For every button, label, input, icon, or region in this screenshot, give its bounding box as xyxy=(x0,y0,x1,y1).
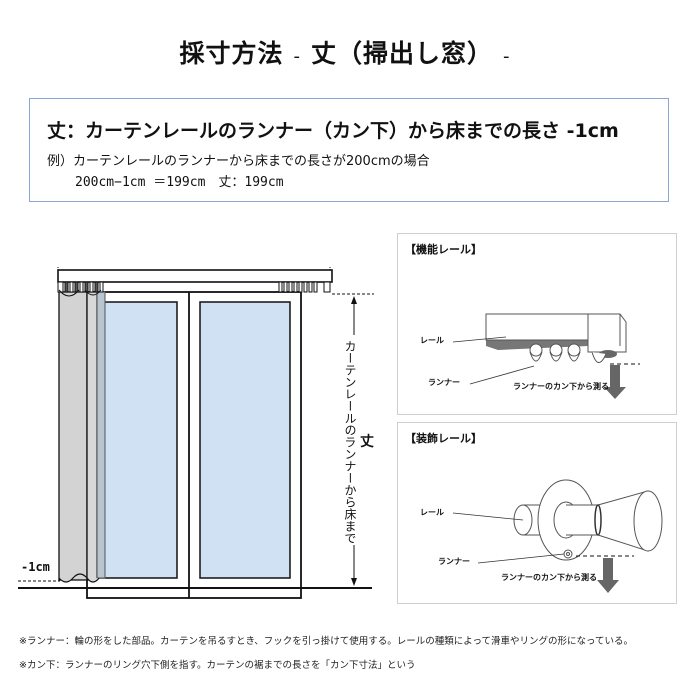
panel-title: 【装飾レール】 xyxy=(405,432,482,445)
definition-box: 丈：カーテンレールのランナー（カン下）から床までの長さ -1cm 例）カーテンレ… xyxy=(29,98,669,202)
title-main: 採寸方法 xyxy=(179,39,284,68)
take-label: 丈 xyxy=(360,434,374,450)
rail-body xyxy=(485,313,589,341)
runners-left xyxy=(57,281,104,293)
page-title: 採寸方法-丈（掃出し窓）- xyxy=(0,34,700,70)
panel-title: 【機能レール】 xyxy=(405,243,482,256)
glass-pane-right xyxy=(199,301,291,579)
definition-heading: 丈：カーテンレールのランナー（カン下）から床までの長さ -1cm xyxy=(47,120,619,142)
curtain-rail xyxy=(57,269,333,283)
panel-decorative-rail: 【装飾レール】 レール ランナー ランナーのカン下から測る xyxy=(397,422,677,604)
curtain-left-inner xyxy=(86,291,98,581)
minus-1cm-label: -1cm xyxy=(21,560,50,574)
functional-rail-illustration xyxy=(452,313,640,399)
example-line-2: 200cm−1cm ＝199cm 丈：199cm xyxy=(75,175,284,190)
runner-rollers xyxy=(529,343,607,363)
rail-label: レール xyxy=(420,336,444,345)
window-curtain-diagram xyxy=(18,267,374,599)
runner-label: ランナー xyxy=(438,557,470,566)
example-line-1: 例）カーテンレールのランナーから床までの長さが200cmの場合 xyxy=(47,154,430,169)
measure-label: ランナーのカン下から測る xyxy=(513,382,609,391)
note-runner: ※ランナー：輪の形をした部品。カーテンを吊るすとき、フックを引っ掛けて使用する。… xyxy=(19,636,634,647)
dimension-vertical-label: カーテンレールのランナーから床まで xyxy=(343,340,357,544)
runners-right xyxy=(278,281,331,293)
measure-label: ランナーのカン下から測る xyxy=(501,573,597,582)
curtain-left-outer xyxy=(58,291,88,581)
decorative-rail-illustration xyxy=(452,479,663,593)
title-sub: 丈（掃出し窓） xyxy=(311,39,494,68)
runner-label: ランナー xyxy=(428,378,460,387)
title-dash: - xyxy=(293,46,301,67)
panel-functional-rail: 【機能レール】 レール ランナー ランナーのカン下から測る xyxy=(397,233,677,415)
rail-label: レール xyxy=(420,508,444,517)
note-kanshita: ※カン下：ランナーのリング穴下側を指す。カーテンの裾までの長さを「カン下寸法」と… xyxy=(19,660,416,671)
title-dash-end: - xyxy=(503,46,511,67)
glass-pane-left xyxy=(96,301,178,579)
